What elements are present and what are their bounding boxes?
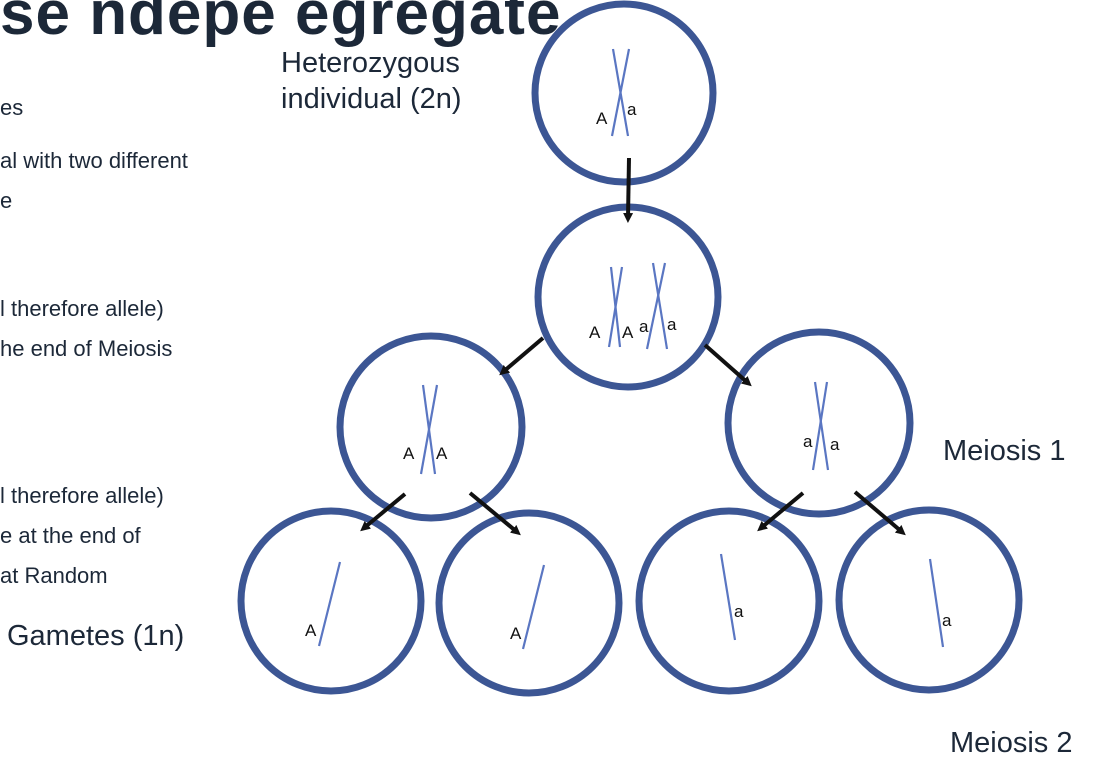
cell-replicated [534, 203, 722, 391]
allele-label: A [510, 624, 522, 643]
heterozygous-label-line2: individual (2n) [281, 83, 462, 115]
chromosome [813, 381, 830, 471]
meiosis1-label: Meiosis 1 [943, 435, 1066, 467]
arrow-icon [853, 490, 906, 536]
arrow-icon [703, 343, 752, 387]
allele-label: A [305, 621, 317, 640]
allele-label: a [667, 315, 677, 334]
cell-meiosis1-left [336, 332, 526, 522]
chromosome [811, 381, 829, 471]
arrow-icon [623, 157, 634, 223]
arrow-icon [757, 491, 805, 532]
allele-label: A [403, 444, 415, 463]
chromosome [610, 48, 631, 137]
allele-label: A [589, 323, 601, 342]
chromosome [419, 384, 439, 475]
heterozygous-label: Heterozygous individual (2n) [281, 45, 462, 117]
meiosis2-label: Meiosis 2 [950, 727, 1073, 759]
chromosome [719, 553, 737, 641]
chromosome [607, 266, 624, 348]
allele-label: a [734, 602, 744, 621]
chromosome [651, 262, 669, 350]
gamete-3 [635, 507, 823, 695]
allele-label: a [627, 100, 637, 119]
allele-label: A [436, 444, 448, 463]
allele-label: a [830, 435, 840, 454]
cell-meiosis1-right [724, 328, 914, 518]
cell-heterozygous [531, 0, 717, 186]
gametes-label: Gametes (1n) [7, 620, 185, 652]
gamete-1 [237, 507, 425, 695]
side-text-line-4: l therefore allele) [0, 296, 164, 321]
arrow-icon [499, 336, 545, 376]
side-text-line-3: e [0, 188, 13, 213]
side-text-line-1: es [0, 95, 24, 120]
gamete-4 [835, 506, 1023, 694]
side-text-line-7: e at the end of [0, 523, 141, 548]
allele-label: a [942, 611, 952, 630]
heterozygous-label-line1: Heterozygous [281, 47, 460, 79]
gamete-2 [435, 509, 623, 697]
side-text-line-5: he end of Meiosis [0, 336, 173, 361]
side-text-line-6: l therefore allele) [0, 483, 164, 508]
arrow-icon [360, 492, 407, 532]
allele-label: A [622, 323, 634, 342]
chromosome [928, 558, 945, 648]
side-text-line-8: at Random [0, 563, 108, 588]
allele-label: a [639, 317, 649, 336]
chromosome [645, 262, 667, 350]
allele-label: a [803, 432, 813, 451]
side-text-line-2: al with two different [0, 148, 188, 173]
allele-label: A [596, 109, 608, 128]
slide-title-fragment: se ndepe egregate [0, 0, 562, 48]
chromosome [317, 561, 342, 647]
chromosome [521, 564, 546, 650]
arrow-icon [468, 491, 521, 536]
